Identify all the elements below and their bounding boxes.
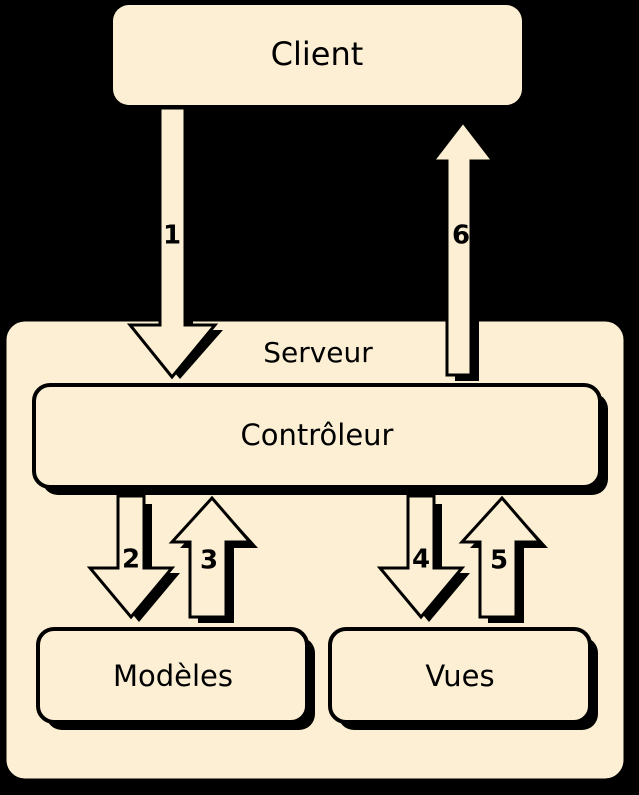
node-client[interactable]: Client [113, 5, 522, 105]
vues-box [328, 627, 592, 724]
arrow-6[interactable]: 6 [429, 119, 501, 381]
arrow-4-label: 4 [412, 545, 430, 575]
arrow-6-label: 6 [452, 221, 470, 251]
arrow-3-label: 3 [200, 546, 218, 576]
arrow-3-body [168, 495, 254, 619]
arrow-5-body [458, 495, 544, 619]
controleur-label: Contrôleur [241, 418, 394, 452]
client-box [113, 5, 522, 105]
controleur-box [32, 383, 602, 489]
arrow-6-body [429, 119, 497, 377]
arrow-3[interactable]: 3 [168, 495, 258, 623]
arrow-1-body [126, 106, 219, 380]
arrow-4[interactable]: 4 [376, 494, 470, 622]
modeles-label: Modèles [113, 659, 233, 693]
serveur-label: Serveur [263, 336, 373, 369]
modeles-box [36, 627, 309, 724]
arrow-2[interactable]: 2 [86, 494, 180, 622]
client-label: Client [271, 35, 364, 73]
node-modeles[interactable]: Modèles [36, 627, 315, 730]
node-controleur[interactable]: Contrôleur [32, 383, 608, 495]
arrow-4-body [376, 494, 466, 620]
arrow-2-body [86, 494, 176, 620]
arrow-2-label: 2 [122, 545, 140, 575]
node-vues[interactable]: Vues [328, 627, 598, 730]
arrow-5[interactable]: 5 [458, 495, 548, 623]
arrow-1-label: 1 [163, 221, 181, 251]
vues-label: Vues [425, 659, 494, 693]
arrow-5-label: 5 [490, 546, 508, 576]
arrow-1[interactable]: 1 [126, 106, 223, 380]
